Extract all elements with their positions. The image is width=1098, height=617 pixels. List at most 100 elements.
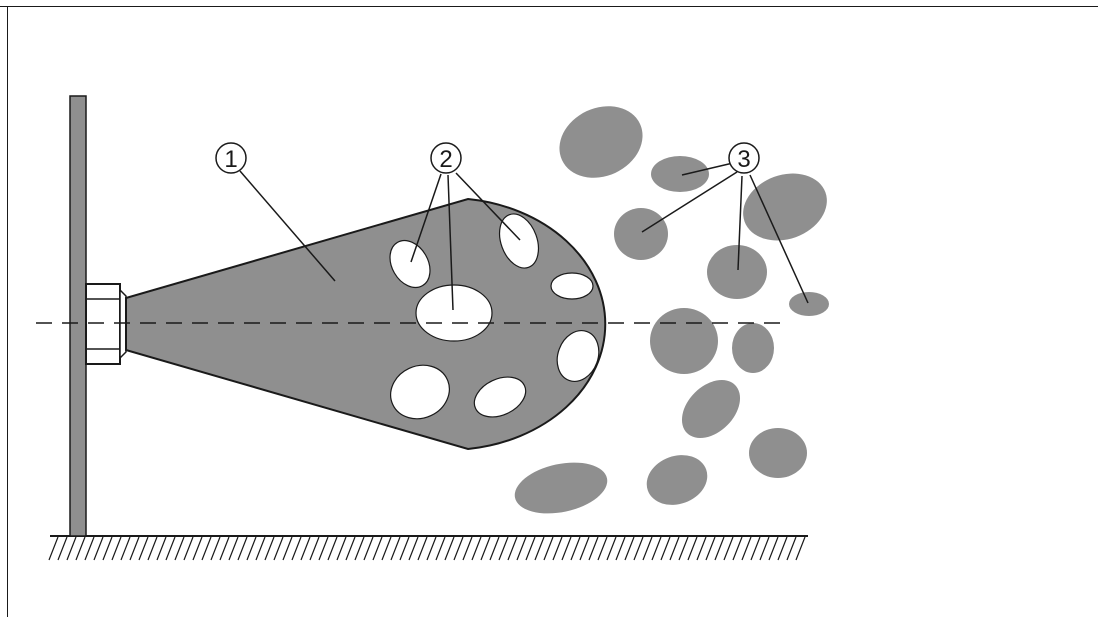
hatch-line bbox=[408, 536, 419, 561]
hatch-line bbox=[264, 536, 275, 561]
blind-spots bbox=[389, 213, 600, 420]
hatch-line bbox=[372, 536, 383, 561]
leader-lines bbox=[239, 162, 809, 311]
hatch-line bbox=[66, 536, 77, 561]
hatch-line bbox=[57, 536, 68, 561]
hatch-line bbox=[633, 536, 644, 561]
hatch-line bbox=[219, 536, 230, 561]
hatch-line bbox=[435, 536, 446, 561]
spot bbox=[559, 106, 643, 178]
hatch-line bbox=[120, 536, 131, 561]
hatch-line bbox=[543, 536, 554, 561]
hatch-line bbox=[192, 536, 203, 561]
hatch-line bbox=[444, 536, 455, 561]
hatch-line bbox=[156, 536, 167, 561]
hatch-line bbox=[462, 536, 473, 561]
spot bbox=[646, 455, 708, 505]
spot bbox=[743, 173, 827, 241]
hatch-line bbox=[282, 536, 293, 561]
interference-spots bbox=[514, 106, 829, 514]
hatch-line bbox=[291, 536, 302, 561]
hatch-line bbox=[786, 536, 797, 561]
spot bbox=[651, 156, 709, 192]
hatch-line bbox=[147, 536, 158, 561]
callout-3-label: 3 bbox=[737, 146, 750, 173]
hatch-line bbox=[336, 536, 347, 561]
hatch-line bbox=[75, 536, 86, 561]
hatch-line bbox=[363, 536, 374, 561]
hatch-line bbox=[318, 536, 329, 561]
spot bbox=[650, 308, 718, 374]
mounting-wall bbox=[69, 95, 87, 537]
hatch-line bbox=[183, 536, 194, 561]
hatch-line bbox=[606, 536, 617, 561]
callout-3: 3 bbox=[728, 142, 760, 174]
hatch-line bbox=[426, 536, 437, 561]
hatch-line bbox=[534, 536, 545, 561]
hatch-line bbox=[669, 536, 680, 561]
hatch-line bbox=[273, 536, 284, 561]
hatch-line bbox=[795, 536, 806, 561]
hatch-line bbox=[768, 536, 779, 561]
callout-2: 2 bbox=[430, 142, 462, 174]
hatch-line bbox=[579, 536, 590, 561]
hatch-line bbox=[453, 536, 464, 561]
spot bbox=[707, 245, 767, 299]
hatch-line bbox=[327, 536, 338, 561]
blind-spot bbox=[556, 330, 600, 382]
hatch-line bbox=[696, 536, 707, 561]
hatch-line bbox=[255, 536, 266, 561]
hatch-line bbox=[399, 536, 410, 561]
hatch-line bbox=[210, 536, 221, 561]
hatch-line bbox=[480, 536, 491, 561]
hatch-line bbox=[489, 536, 500, 561]
frame-border bbox=[0, 6, 1098, 617]
hatch-line bbox=[723, 536, 734, 561]
hatch-line bbox=[651, 536, 662, 561]
hatch-line bbox=[84, 536, 95, 561]
hatch-line bbox=[660, 536, 671, 561]
ground bbox=[48, 535, 808, 561]
hatch-line bbox=[300, 536, 311, 561]
hatch-line bbox=[129, 536, 140, 561]
hatch-line bbox=[471, 536, 482, 561]
hatch-line bbox=[624, 536, 635, 561]
spot bbox=[732, 323, 774, 373]
hatch-line bbox=[246, 536, 257, 561]
hatch-line bbox=[111, 536, 122, 561]
spot bbox=[614, 208, 668, 260]
hatch-line bbox=[498, 536, 509, 561]
hatch-line bbox=[570, 536, 581, 561]
hatch-line bbox=[381, 536, 392, 561]
hatch-line bbox=[588, 536, 599, 561]
hatch-line bbox=[93, 536, 104, 561]
hatch-line bbox=[507, 536, 518, 561]
blind-spot bbox=[498, 213, 540, 269]
spot bbox=[514, 462, 608, 514]
hatch-line bbox=[615, 536, 626, 561]
hatch-line bbox=[102, 536, 113, 561]
blind-spot bbox=[473, 376, 527, 418]
callout-2-label: 2 bbox=[439, 146, 452, 173]
spot bbox=[681, 379, 741, 439]
hatch-line bbox=[714, 536, 725, 561]
blind-spot bbox=[550, 272, 594, 300]
hatch-line bbox=[345, 536, 356, 561]
sensor-device bbox=[85, 283, 127, 365]
spot bbox=[789, 292, 829, 316]
hatch-line bbox=[552, 536, 563, 561]
hatch-line bbox=[516, 536, 527, 561]
callout-1-label: 1 bbox=[224, 146, 237, 173]
hatch-line bbox=[417, 536, 428, 561]
hatch-line bbox=[777, 536, 788, 561]
hatch-line bbox=[597, 536, 608, 561]
hatch-line bbox=[237, 536, 248, 561]
hatch-line bbox=[732, 536, 743, 561]
blind-spot bbox=[415, 284, 493, 342]
hatch-line bbox=[561, 536, 572, 561]
blind-spot bbox=[389, 239, 431, 289]
hatch-line bbox=[390, 536, 401, 561]
hatch-line bbox=[48, 536, 59, 561]
hatch-line bbox=[138, 536, 149, 561]
